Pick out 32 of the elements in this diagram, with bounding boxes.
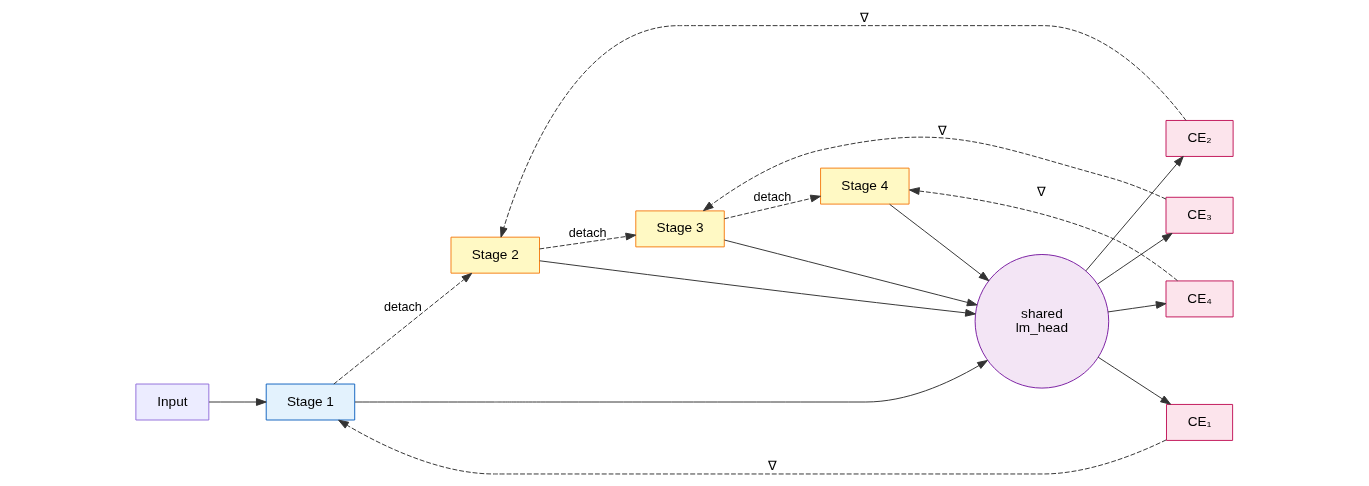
arrow [500,25,1187,238]
node-box: CE₂ [1165,119,1234,157]
node-box: Stage 1 [265,383,356,421]
arrow [208,398,267,406]
arrow [909,187,1178,282]
node-box: Stage 4 [820,167,910,205]
edge-label: detach [753,190,792,205]
node-box: CE₁ [1166,403,1234,441]
arrow [539,260,976,317]
arrow [1085,155,1184,272]
arrow [889,203,990,282]
arrow [338,419,1167,475]
edge-label: ∇ [937,123,947,138]
edge-label: detach [568,226,607,241]
arrow [723,239,978,307]
node-box: Stage 2 [450,236,540,274]
arrow [1097,356,1171,405]
arrow [702,136,1167,212]
arrow [354,360,988,403]
arrow [723,194,821,220]
arrow [333,272,473,385]
node-box: CE₄ [1165,280,1234,318]
arrow [539,232,637,250]
edge-label: ∇ [860,11,870,26]
arrow [1107,301,1167,313]
node-box: Input [135,383,210,421]
edge-label: detach [383,299,422,314]
arrow [1097,232,1173,285]
node-box: Stage 3 [635,210,725,248]
edge-label: ∇ [767,459,777,474]
node-box: CE₃ [1165,196,1234,234]
edge-label: ∇ [1037,185,1047,200]
